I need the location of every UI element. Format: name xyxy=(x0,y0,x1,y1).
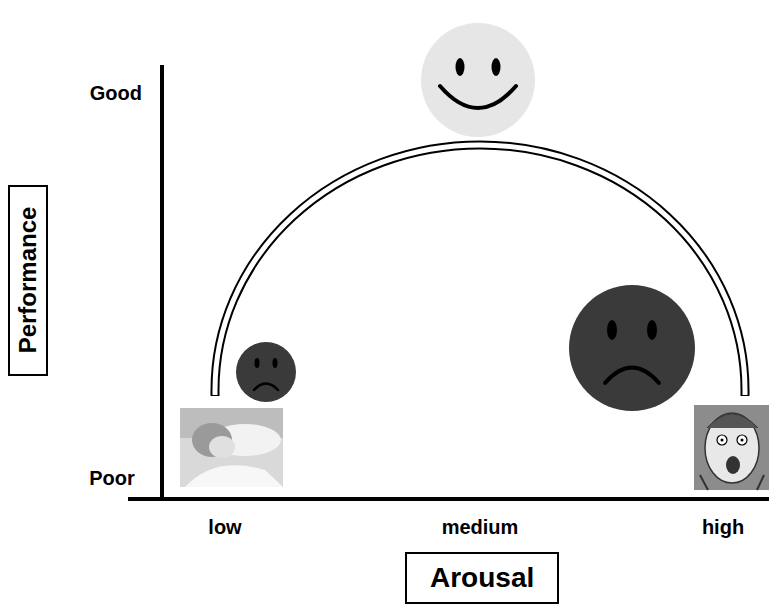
y-axis xyxy=(160,65,164,500)
tick-label: medium xyxy=(442,516,519,539)
small-sad-face xyxy=(236,342,296,402)
sleeping-person-picture xyxy=(180,408,283,487)
large-sad-face xyxy=(569,285,695,411)
axis-title: Arousal xyxy=(430,562,534,594)
axis-title-box: Arousal xyxy=(405,552,559,604)
axis-label: Good xyxy=(90,82,142,105)
axis-title-box: Performance xyxy=(8,185,48,376)
tick-label: low xyxy=(208,516,241,539)
axis-title: Performance xyxy=(14,207,42,354)
axis-label: Poor xyxy=(89,467,135,490)
happy-face xyxy=(421,23,535,137)
x-axis xyxy=(128,497,769,501)
scared-person-picture xyxy=(694,405,769,490)
tick-label: high xyxy=(702,516,744,539)
